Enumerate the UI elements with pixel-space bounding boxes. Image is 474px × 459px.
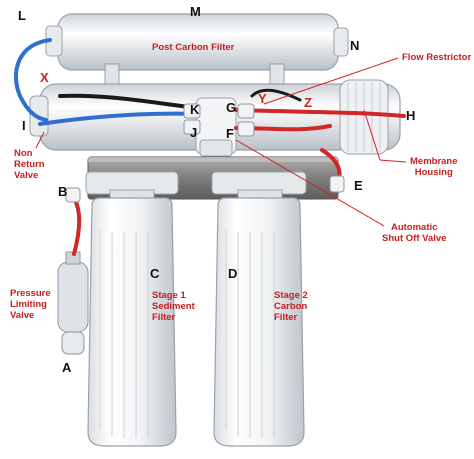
stage2-line2: Carbon <box>274 301 308 312</box>
label-k: K <box>190 102 200 117</box>
stage2-line3: Filter <box>274 312 298 323</box>
non-return-line2: Return <box>14 159 45 170</box>
membrane-housing-line2: Housing <box>414 167 453 178</box>
label-y: Y <box>258 91 267 106</box>
non-return-line3: Valve <box>14 170 39 181</box>
label-c: C <box>150 266 160 281</box>
stage1-label: Stage 1 Sediment Filter <box>152 290 195 323</box>
automatic-shut-off-line2: Shut Off Valve <box>382 233 447 244</box>
membrane-housing-line1: Membrane <box>410 156 458 167</box>
pressure-limiting-line2: Limiting <box>10 299 47 310</box>
label-n: N <box>350 38 360 53</box>
fittings <box>65 103 345 203</box>
non-return-valve-label: Non Return Valve <box>14 148 45 181</box>
label-l: L <box>18 8 26 23</box>
pointer-lines <box>35 57 407 227</box>
pressure-limiting-label: Pressure Limiting Valve <box>10 288 51 321</box>
stage2-line1: Stage 2 <box>274 290 308 301</box>
pressure-limiting-valve <box>57 251 89 355</box>
label-f: F <box>226 126 234 141</box>
stage2-carbon-housing <box>211 171 307 447</box>
non-return-line1: Non <box>14 148 33 159</box>
stage1-line3: Filter <box>152 312 176 323</box>
stage2-label: Stage 2 Carbon Filter <box>274 290 308 323</box>
stage1-line1: Stage 1 <box>152 290 186 301</box>
label-a: A <box>62 360 72 375</box>
label-m: M <box>190 4 201 19</box>
stage1-sediment-housing <box>85 171 179 447</box>
label-z: Z <box>304 95 312 110</box>
automatic-shut-off-valve <box>195 97 237 157</box>
label-i: I <box>22 118 26 133</box>
label-g: G <box>226 100 237 115</box>
stage1-line2: Sediment <box>152 301 195 312</box>
post-carbon-filter <box>45 13 349 95</box>
label-d: D <box>228 266 238 281</box>
label-e: E <box>354 178 363 193</box>
membrane-housing-label: Membrane Housing <box>410 156 458 178</box>
pressure-limiting-line1: Pressure <box>10 288 51 299</box>
label-h: H <box>406 108 416 123</box>
tubing <box>14 38 406 256</box>
flow-restrictor-label: Flow Restrictor <box>402 52 472 63</box>
automatic-shut-off-label: Automatic Shut Off Valve <box>382 222 446 244</box>
automatic-shut-off-line1: Automatic <box>390 222 438 233</box>
label-b: B <box>58 184 68 199</box>
label-x: X <box>40 70 49 85</box>
label-j: J <box>190 125 198 140</box>
post-carbon-filter-label: Post Carbon Filter <box>152 42 235 53</box>
pressure-limiting-line3: Valve <box>10 310 35 321</box>
